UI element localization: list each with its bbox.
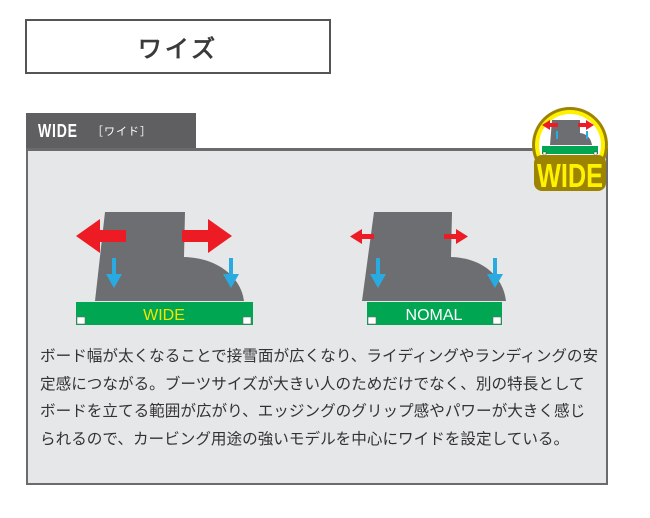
red-arrow-right-icon bbox=[444, 229, 468, 244]
wide-board-label: WIDE bbox=[143, 307, 185, 324]
section-tab-sublabel: ［ワイド］ bbox=[92, 125, 152, 138]
badge-label: WIDE bbox=[537, 157, 603, 194]
blue-arrow-down-icon bbox=[370, 258, 386, 288]
normal-board-label: NOMAL bbox=[406, 307, 463, 324]
blue-arrow-down-icon bbox=[487, 258, 503, 288]
boot-shape bbox=[362, 212, 506, 301]
section-tab-label: WIDE bbox=[38, 120, 78, 141]
wide-board-diagram: WIDE bbox=[76, 212, 253, 325]
page-title-box: ワイズ bbox=[25, 19, 331, 74]
normal-board-diagram: NOMAL bbox=[350, 212, 506, 325]
section-tab: WIDE ［ワイド］ bbox=[26, 113, 196, 149]
boot-shape bbox=[95, 212, 244, 301]
red-arrow-left-icon bbox=[350, 229, 374, 244]
wide-badge-icon: WIDE bbox=[532, 107, 608, 194]
description-text: ボード幅が太くなることで接雪面が広くなり、ライディングやランディングの安定感につ… bbox=[40, 347, 599, 448]
blue-arrow-down-icon bbox=[223, 258, 239, 288]
red-arrow-left-icon bbox=[76, 219, 126, 253]
content-panel: WIDE NOMAL ボード幅が太くなることで接雪面が広くなり、ライディングやラ… bbox=[26, 148, 608, 485]
board-bar bbox=[76, 302, 253, 325]
red-arrow-right-icon bbox=[182, 219, 232, 253]
blue-arrow-down-icon bbox=[106, 258, 122, 288]
board-bar bbox=[367, 302, 502, 325]
page-title: ワイズ bbox=[137, 35, 219, 63]
